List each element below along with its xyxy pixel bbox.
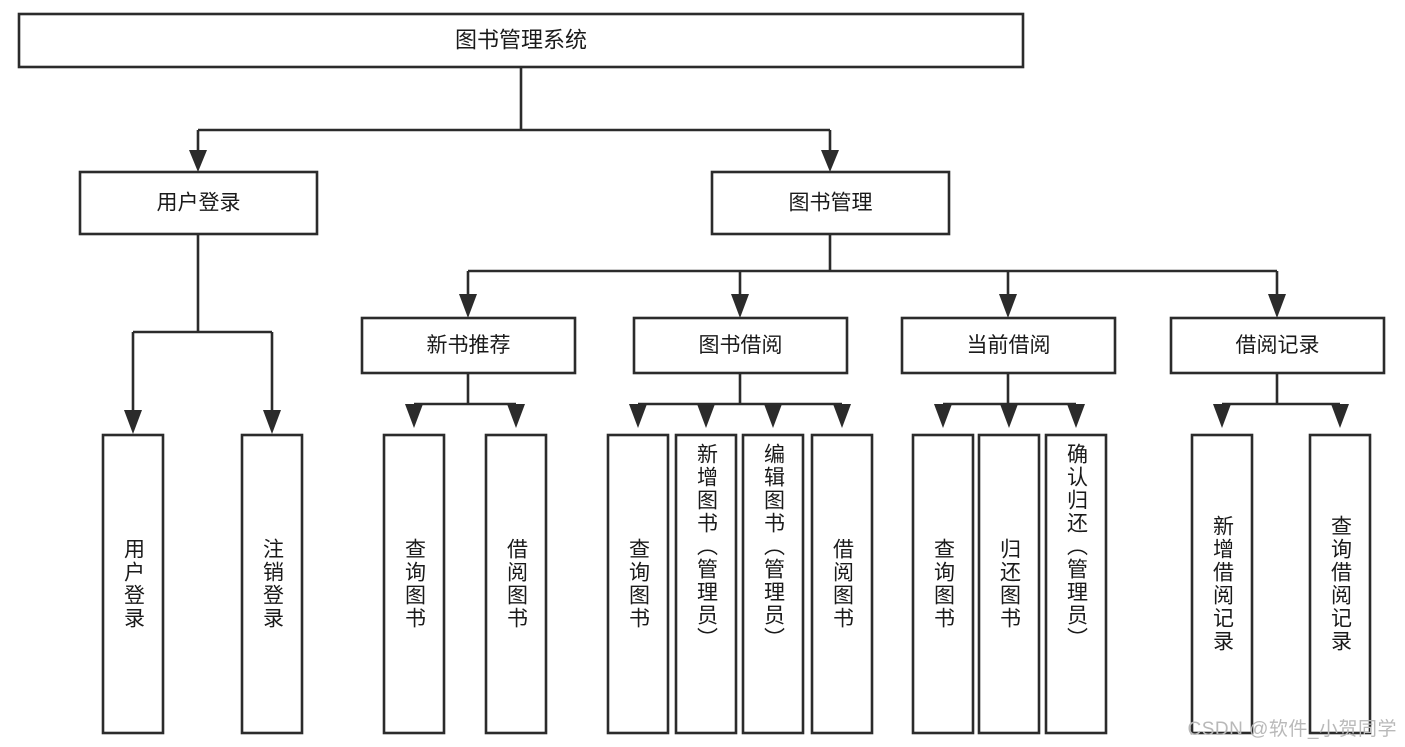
node-leaf-query-record-box[interactable] bbox=[1308, 433, 1372, 735]
node-book-manage-label: 图书管理 bbox=[789, 192, 873, 215]
arrow-head-icon-book-borrow bbox=[731, 294, 749, 318]
node-leaf-borrow-book-1-box[interactable] bbox=[484, 433, 548, 735]
arrow-head-icon-leaf-query-book-2 bbox=[629, 404, 647, 428]
node-leaf-return-book-box[interactable] bbox=[977, 433, 1041, 735]
node-current-borrow-label: 当前借阅 bbox=[967, 334, 1051, 357]
arrow-head-icon-borrow-record bbox=[1268, 294, 1286, 318]
arrow-head-icon-user-login bbox=[189, 150, 207, 172]
arrow-head-icon-leaf-query-record bbox=[1331, 404, 1349, 428]
arrow-head-icon-leaf-borrow-book-2 bbox=[833, 404, 851, 428]
node-leaf-query-book-1-box[interactable] bbox=[382, 433, 446, 735]
node-leaf-user-login-box[interactable] bbox=[101, 433, 165, 735]
node-borrow-record-box[interactable] bbox=[1169, 316, 1386, 375]
watermark-text: CSDN @软件_小贺同学 bbox=[1187, 719, 1397, 740]
node-book-borrow-label: 图书借阅 bbox=[699, 334, 783, 357]
arrow-head-icon-leaf-user-logout bbox=[263, 410, 281, 434]
node-leaf-query-book-2-box[interactable] bbox=[606, 433, 670, 735]
arrow-head-icon-leaf-borrow-book-1 bbox=[507, 404, 525, 428]
node-user-login-label: 用户登录 bbox=[157, 192, 241, 215]
node-book-borrow-box[interactable] bbox=[632, 316, 849, 375]
node-leaf-borrow-book-2-box[interactable] bbox=[810, 433, 874, 735]
node-leaf-add-record-box[interactable] bbox=[1190, 433, 1254, 735]
node-borrow-record-label: 借阅记录 bbox=[1236, 334, 1320, 357]
arrow-head-icon-leaf-add-record bbox=[1213, 404, 1231, 428]
node-book-manage-box[interactable] bbox=[710, 170, 951, 236]
arrow-head-icon-leaf-confirm-return bbox=[1067, 404, 1085, 428]
arrow-head-icon-leaf-edit-book bbox=[764, 404, 782, 428]
arrow-head-icon-new-book-recommend bbox=[459, 294, 477, 318]
arrow-head-icon-leaf-return-book bbox=[1000, 404, 1018, 428]
node-leaf-user-logout-box[interactable] bbox=[240, 433, 304, 735]
node-leaf-query-book-3-box[interactable] bbox=[911, 433, 975, 735]
arrow-head-icon-book-manage bbox=[821, 150, 839, 172]
arrow-head-icon-leaf-query-book-1 bbox=[405, 404, 423, 428]
node-root-box[interactable] bbox=[17, 12, 1025, 69]
arrow-head-icon-leaf-query-book-3 bbox=[934, 404, 952, 428]
arrow-head-icon-leaf-user-login bbox=[124, 410, 142, 434]
node-leaf-edit-book-box[interactable] bbox=[741, 433, 805, 735]
node-new-book-recommend-label: 新书推荐 bbox=[427, 334, 511, 357]
node-leaf-add-book-box[interactable] bbox=[674, 433, 738, 735]
node-current-borrow-box[interactable] bbox=[900, 316, 1117, 375]
arrow-head-icon-leaf-add-book bbox=[697, 404, 715, 428]
node-leaf-confirm-return-box[interactable] bbox=[1044, 433, 1108, 735]
node-root-label: 图书管理系统 bbox=[455, 27, 587, 52]
arrow-head-icon-current-borrow bbox=[999, 294, 1017, 318]
node-new-book-recommend-box[interactable] bbox=[360, 316, 577, 375]
